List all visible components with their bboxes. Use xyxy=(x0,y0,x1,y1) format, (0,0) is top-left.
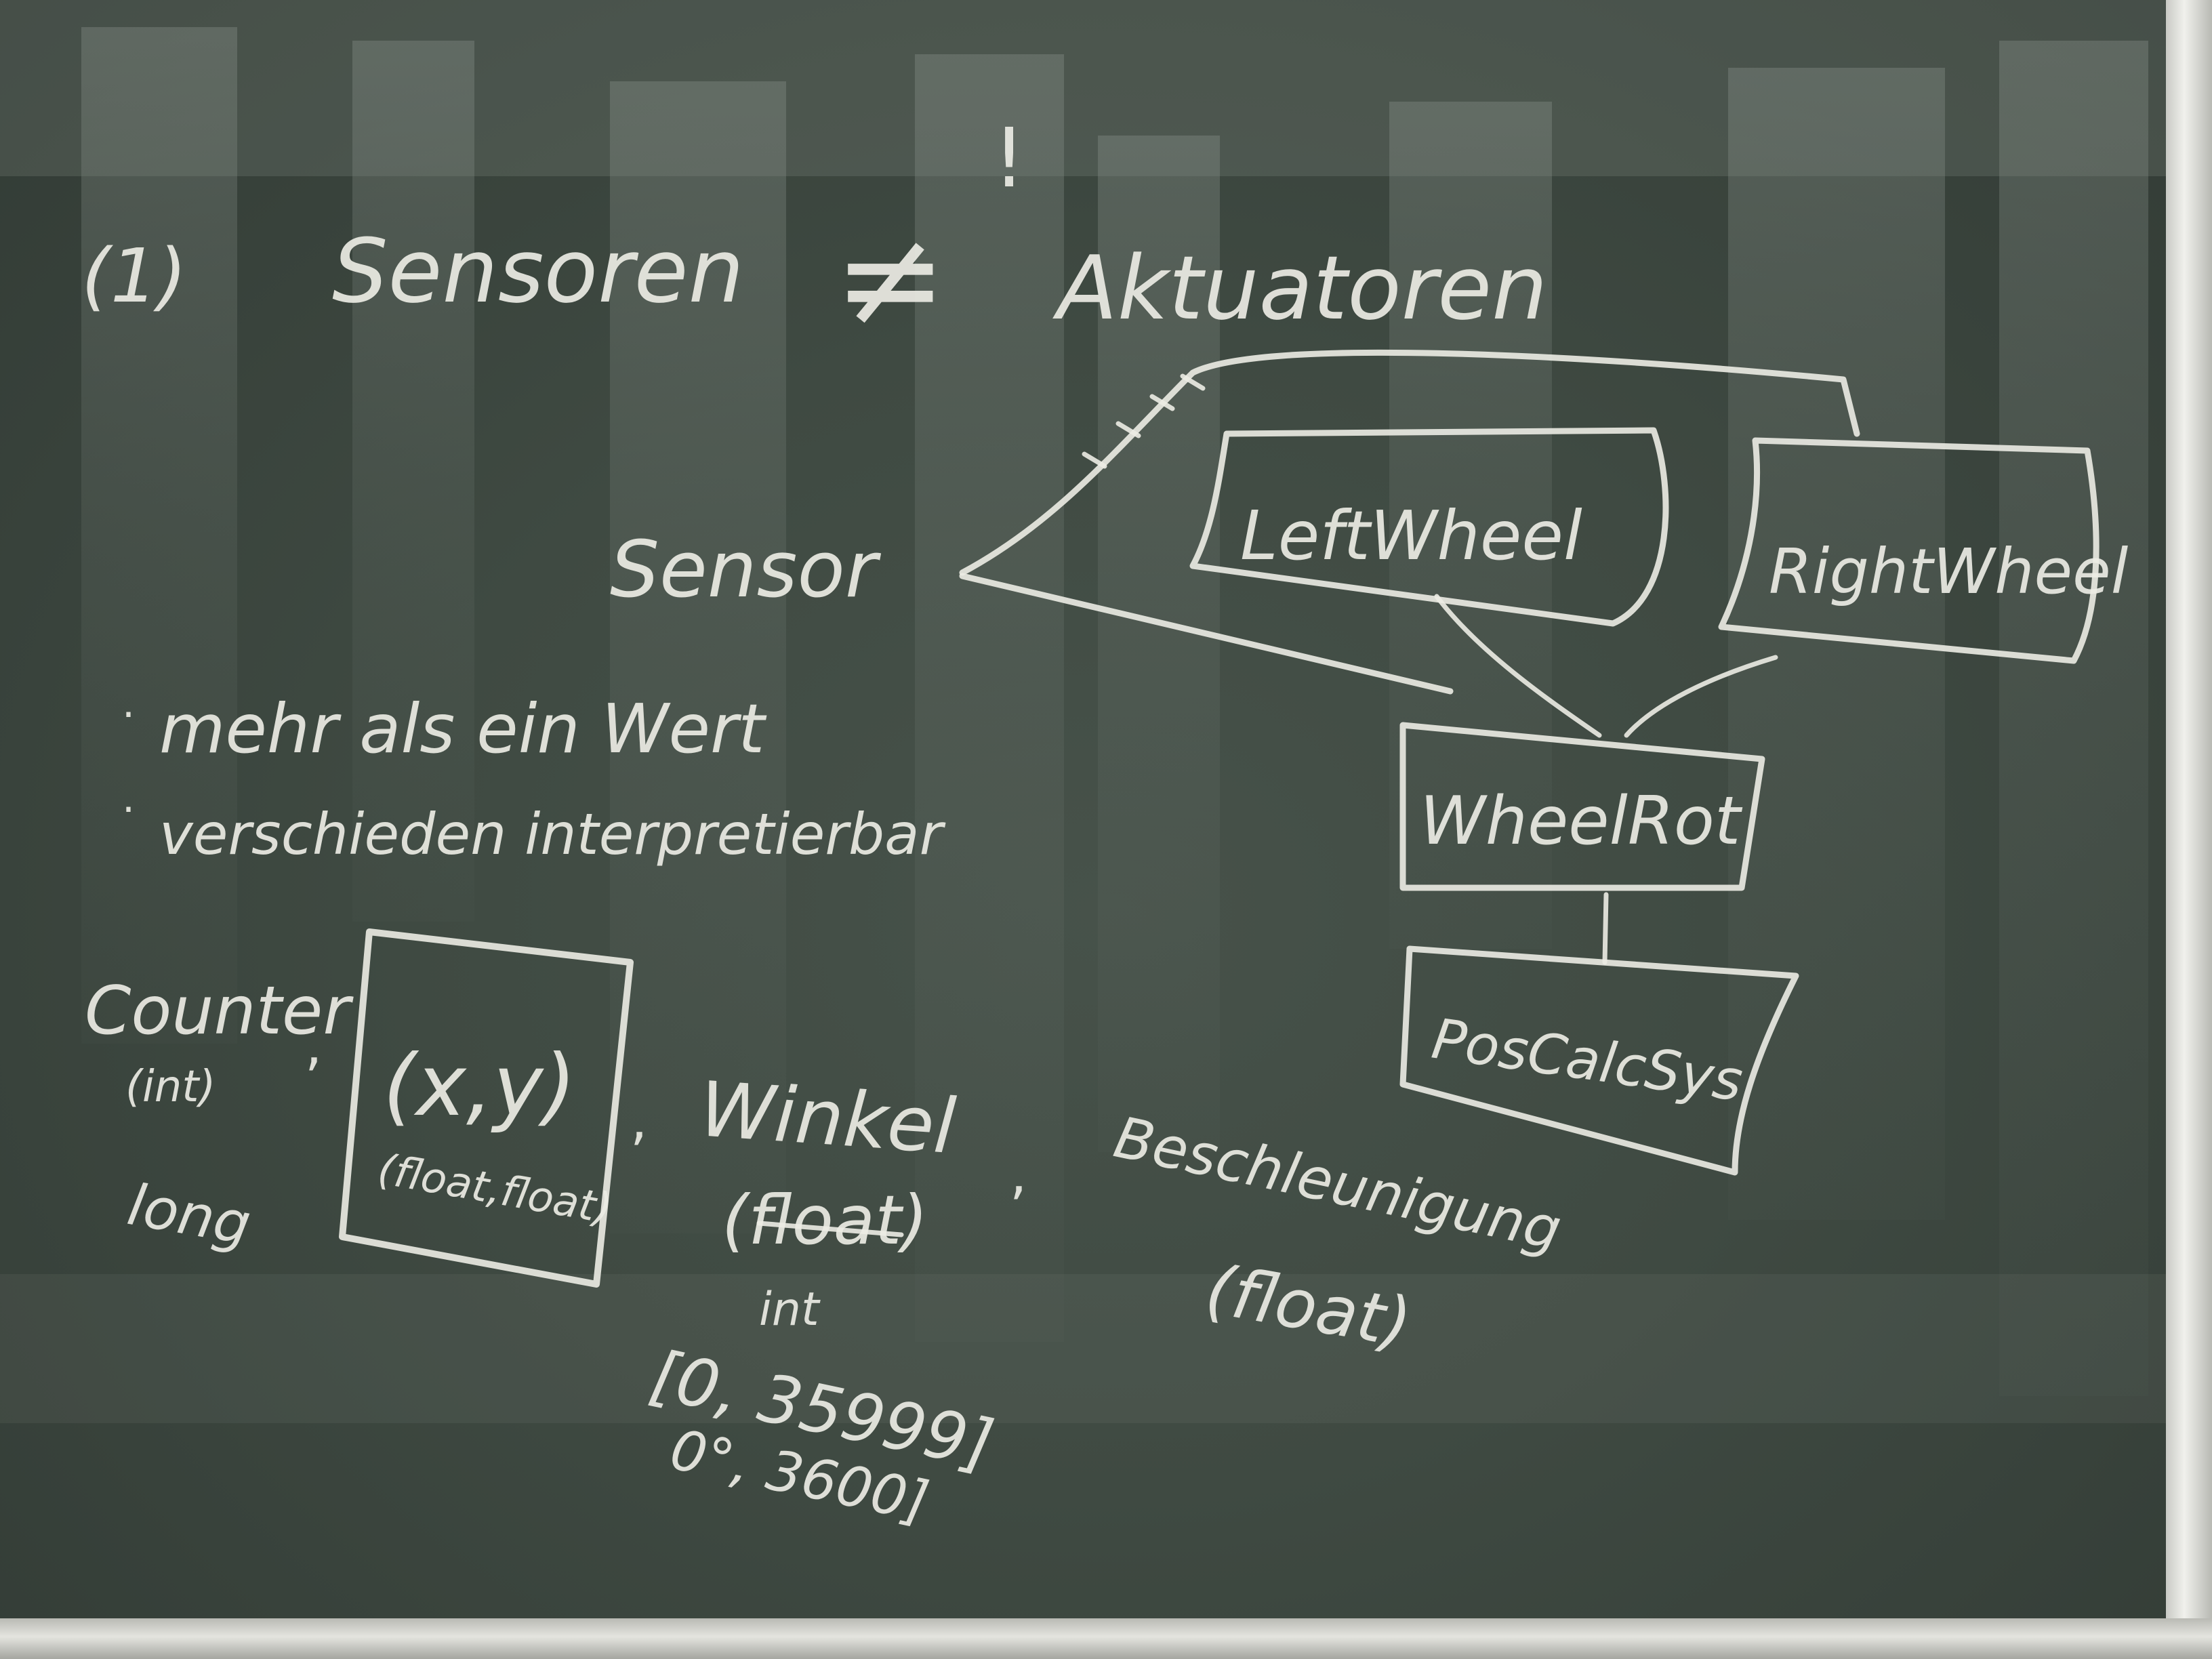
rightwheel-label: RightWheel xyxy=(1769,535,2129,608)
wheelrot-box xyxy=(1399,722,1765,891)
counter-alt: long xyxy=(123,1171,256,1258)
xy-label: (x,y) xyxy=(383,1037,576,1135)
rightwheel-to-wheelrot-line xyxy=(1624,655,1778,738)
title-number: (1) xyxy=(81,232,187,319)
xy-type: (float,float) xyxy=(374,1144,615,1233)
sensor-line-ticks xyxy=(1082,373,1206,469)
board-frame-right xyxy=(2166,0,2212,1659)
title-exclamation: ! xyxy=(993,112,1025,206)
beschleunigung-type: (float) xyxy=(1200,1249,1417,1363)
title-sensoren: Sensoren xyxy=(332,220,744,323)
counter-label: Counter xyxy=(85,972,354,1050)
winkel-alt: int xyxy=(759,1283,821,1336)
xy-box xyxy=(339,928,634,1288)
title-aktuatoren: Aktuatoren xyxy=(1052,237,1548,340)
poscalc-label: PosCalcSys xyxy=(1428,1007,1746,1114)
beschleunigung-label: Beschleunigung xyxy=(1109,1104,1567,1263)
winkel-type-strikethrough xyxy=(756,1221,904,1237)
poscalc-box xyxy=(1399,945,1799,1176)
bullet-1: mehr als ein Wert xyxy=(159,689,767,769)
leftwheel-to-wheelrot-line xyxy=(1434,594,1602,738)
bullet-2: verschieden interpretierbar xyxy=(159,801,946,867)
winkel-type: (float) xyxy=(722,1181,928,1260)
leftwheel-label: LeftWheel xyxy=(1240,496,1582,575)
sensor-label: Sensor xyxy=(610,525,882,615)
title-not-equal: ≠ xyxy=(834,200,947,358)
comma-2: , xyxy=(630,1088,647,1151)
sensor-to-actuators-line xyxy=(959,349,1860,576)
sensor-to-wheelrot-line xyxy=(959,573,1454,695)
board-frame-bottom xyxy=(0,1618,2212,1659)
wheelrot-label: WheelRot xyxy=(1420,783,1743,860)
counter-type: (int) xyxy=(125,1062,216,1112)
bullet-dot-1: · xyxy=(122,691,135,739)
wheelrot-to-poscalc-line xyxy=(1602,892,1609,965)
rightwheel-box xyxy=(1718,437,2100,664)
bullet-dot-2: · xyxy=(122,786,135,834)
comma-3: , xyxy=(1010,1143,1027,1206)
comma-1: , xyxy=(305,1014,322,1077)
winkel-label: Winkel xyxy=(697,1065,958,1171)
leftwheel-box xyxy=(1189,427,1669,627)
